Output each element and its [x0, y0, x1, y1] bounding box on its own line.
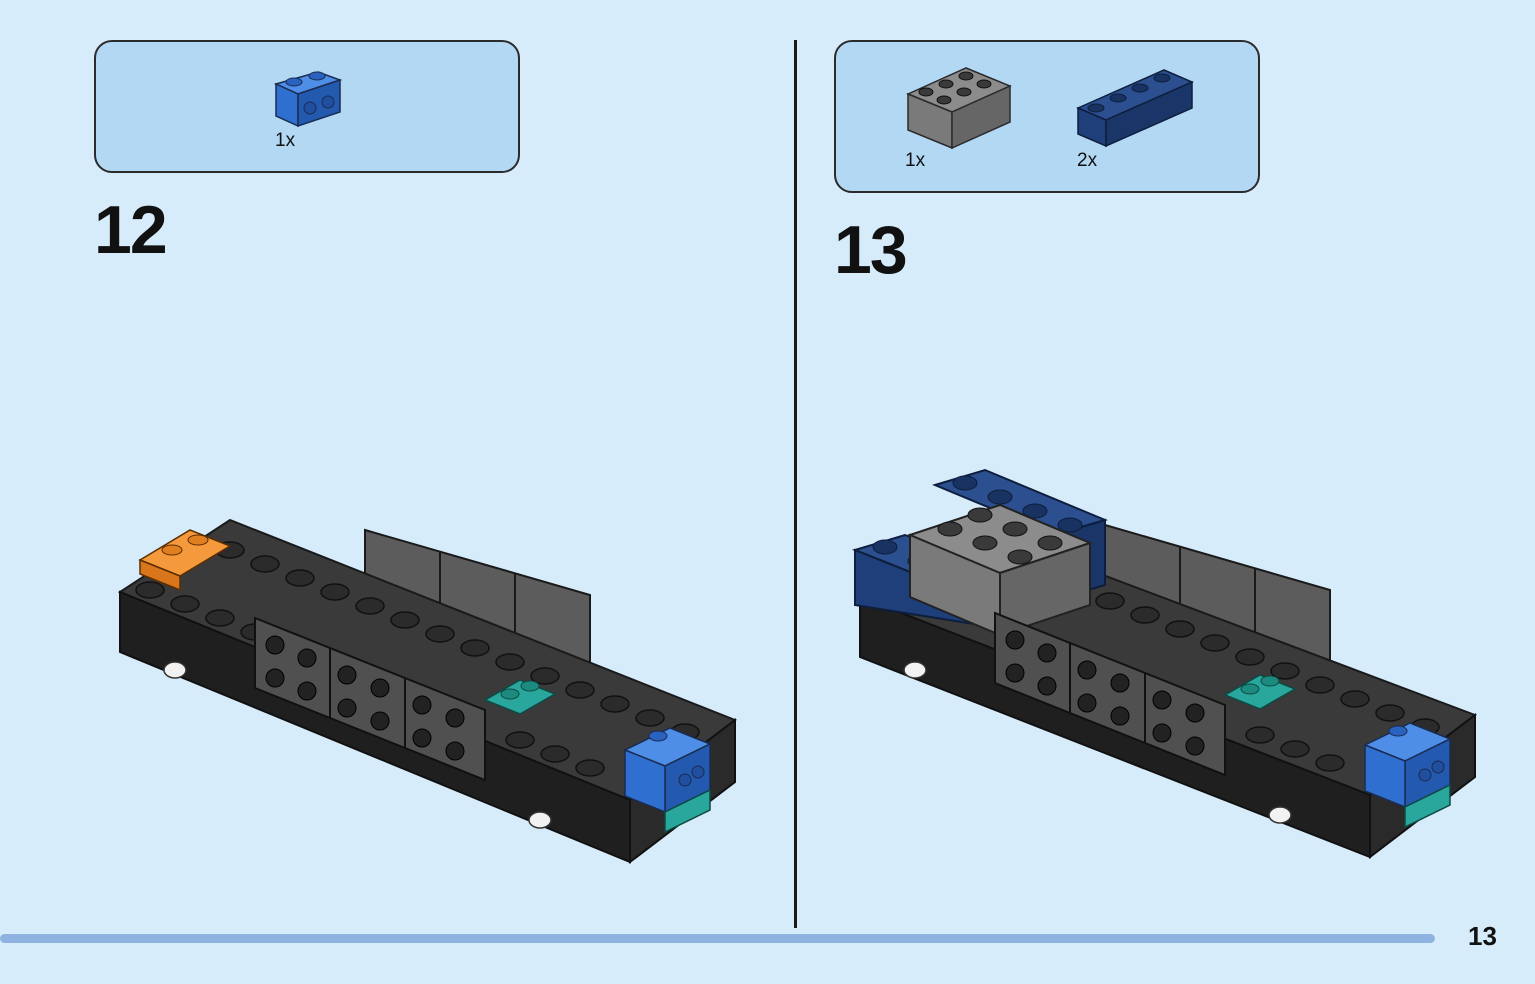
- step-13-chassis-illustration: [851, 468, 1478, 860]
- dark-blue-brick-1x4-icon: [1076, 69, 1194, 148]
- gray-brick-2x3-icon: [906, 67, 1012, 150]
- step-12-chassis-illustration: [117, 518, 738, 865]
- step-number-12: 12: [94, 192, 168, 268]
- parts-box-step-13: 1x 2x: [834, 40, 1260, 193]
- part-qty: 2x: [1077, 150, 1098, 171]
- step-number-13: 13: [834, 212, 908, 288]
- part-qty: 1x: [275, 130, 296, 151]
- parts-box-step-12: 1x: [94, 40, 520, 173]
- step-divider: [794, 40, 797, 928]
- page-number: 13: [1468, 921, 1497, 951]
- part-qty: 1x: [905, 150, 926, 171]
- blue-brick-side-studs-icon: [273, 71, 343, 128]
- progress-bar: [0, 934, 1435, 943]
